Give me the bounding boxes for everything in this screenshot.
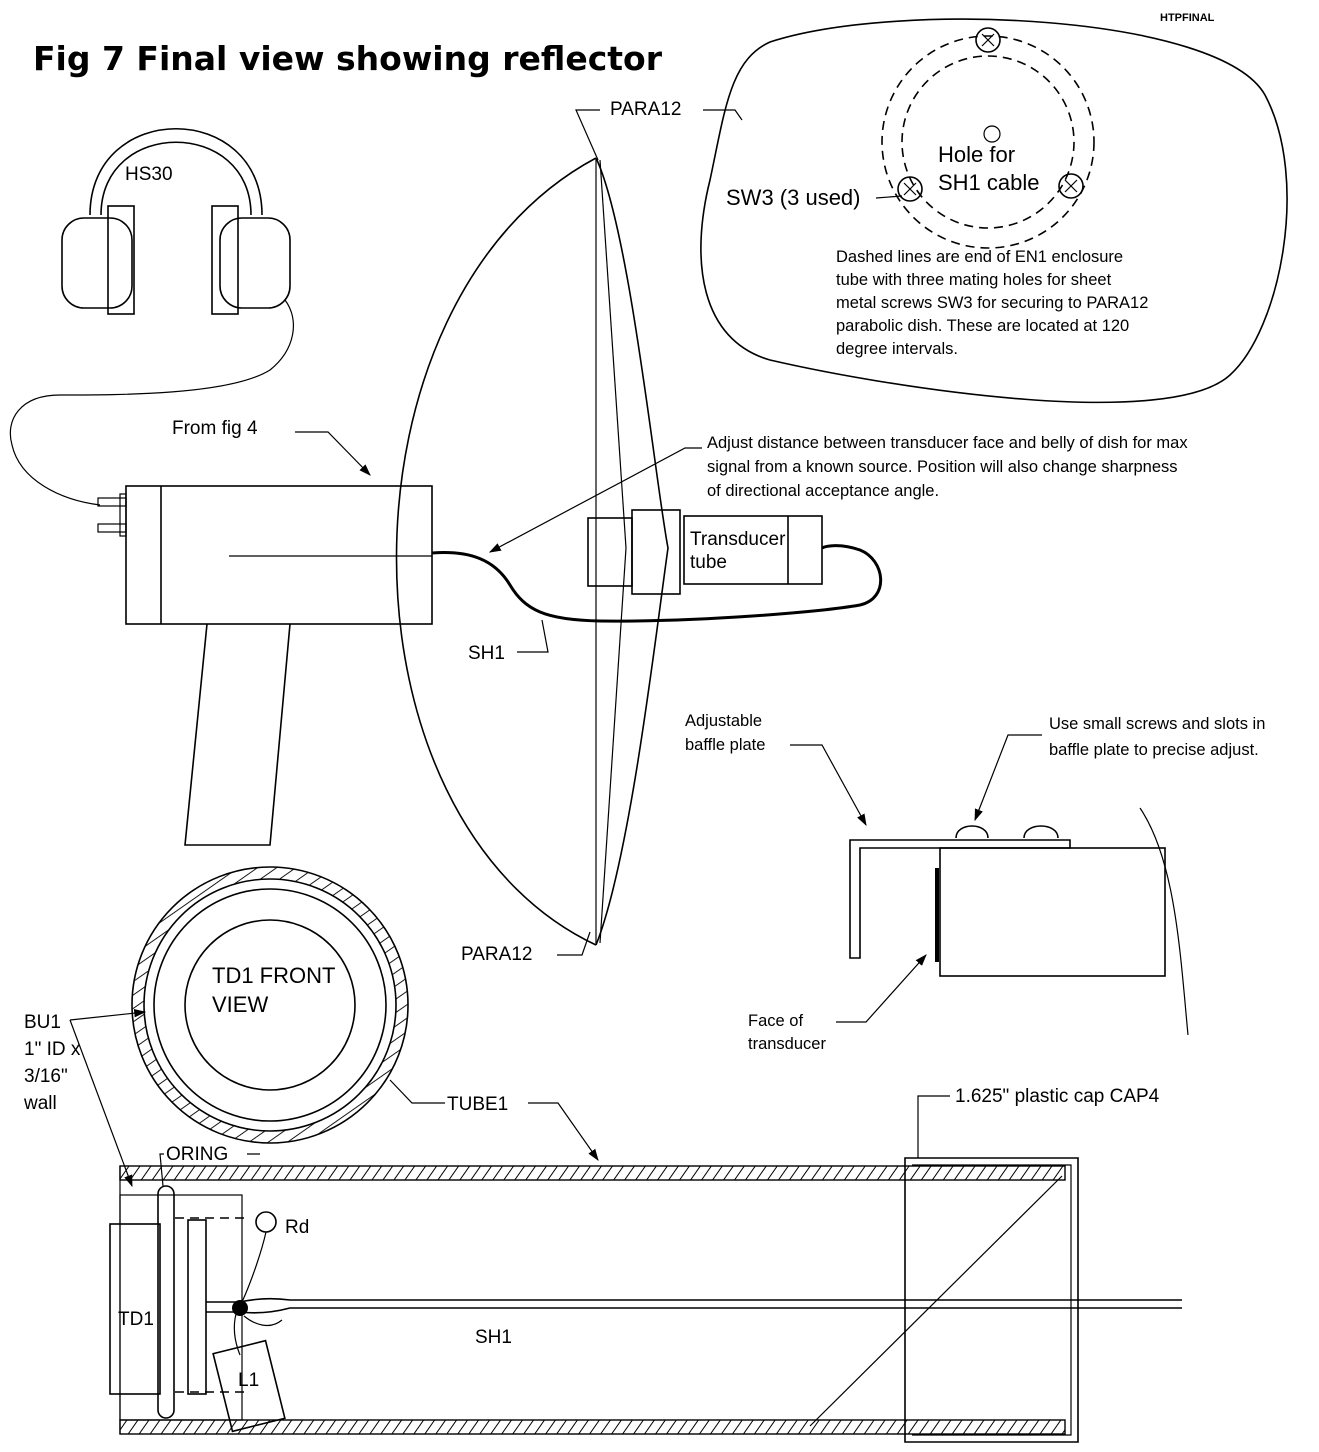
screws-slots-note-line-1: Use small screws and slots in	[1049, 715, 1265, 733]
para12-top-leader-right	[703, 109, 743, 121]
from-fig-leader	[295, 431, 371, 476]
tube1-leader-front	[389, 1079, 445, 1104]
face-label-1: Face of	[748, 1012, 803, 1030]
para12-bottom-leader	[557, 931, 591, 956]
sh1-mid-leader	[517, 619, 549, 653]
headset-label: HS30	[125, 164, 173, 185]
bu1-label-1: BU1	[24, 1012, 61, 1033]
td1-front-view	[131, 866, 409, 1144]
hole-label-1: Hole for	[938, 142, 1015, 167]
rd-label: Rd	[285, 1217, 309, 1238]
oring-label: ORING	[166, 1144, 228, 1165]
enclosure-note-line-5: degree intervals.	[836, 340, 958, 358]
adjust-note-line-1: Adjust distance between transducer face …	[707, 434, 1188, 452]
hand-unit	[97, 485, 433, 846]
transducer-tube	[683, 515, 823, 585]
baffle-label-1: Adjustable	[685, 712, 762, 730]
transducer-tube-label-2: tube	[690, 552, 727, 573]
para12-bottom-label: PARA12	[461, 944, 532, 965]
screw-top	[975, 27, 1001, 53]
baffle-detail	[849, 807, 1189, 1036]
cap-label: 1.625" plastic cap CAP4	[955, 1086, 1160, 1107]
screw-left	[897, 176, 923, 202]
drawing-id: HTPFINAL	[1160, 12, 1215, 24]
transducer-tube-label-1: Transducer	[690, 529, 786, 550]
td1-front-label-2: VIEW	[212, 992, 268, 1017]
face-label-2: transducer	[748, 1035, 826, 1053]
adjust-note-line-3: of directional acceptance angle.	[707, 482, 939, 500]
l1-label: L1	[238, 1370, 259, 1391]
sh1-cable	[431, 544, 883, 623]
td1-label: TD1	[118, 1309, 154, 1330]
enclosure-note-line-2: tube with three mating holes for sheet	[836, 271, 1112, 289]
screws-label: SW3 (3 used)	[726, 185, 861, 210]
tube1-label: TUBE1	[447, 1094, 508, 1115]
tube-cross-section	[109, 1157, 1182, 1443]
screws-slots-leader	[974, 734, 1042, 822]
para12-top-label: PARA12	[610, 99, 681, 120]
cap-leader	[917, 1095, 950, 1158]
sh1-mid-label: SH1	[468, 643, 505, 664]
dish-back-view	[700, 18, 1288, 404]
oring-leader	[159, 1153, 260, 1187]
bu1-leader-front	[69, 1008, 147, 1021]
adjust-note-line-2: signal from a known source. Position wil…	[707, 458, 1178, 476]
bu1-leader-section	[69, 1019, 133, 1188]
parabolic-dish-para12	[395, 157, 681, 946]
adjust-leader	[488, 447, 702, 553]
bu1-label-4: wall	[23, 1093, 57, 1114]
enclosure-note-line-4: parabolic dish. These are located at 120	[836, 317, 1129, 335]
tube1-leader-section	[528, 1102, 599, 1161]
screws-slots-note-line-2: baffle plate to precise adjust.	[1049, 741, 1259, 759]
bu1-label-3: 3/16"	[24, 1066, 68, 1087]
para12-top-leader	[575, 109, 600, 161]
hole-label-2: SH1 cable	[938, 170, 1040, 195]
face-leader	[836, 954, 927, 1023]
from-fig-label: From fig 4	[172, 418, 258, 439]
baffle-label-2: baffle plate	[685, 736, 765, 754]
enclosure-note-line-1: Dashed lines are end of EN1 enclosure	[836, 248, 1123, 266]
baffle-leader	[790, 744, 867, 827]
screw-right	[1058, 173, 1084, 199]
td1-front-label-1: TD1 FRONT	[212, 963, 335, 988]
figure-title: Fig 7 Final view showing reflector	[33, 39, 663, 78]
headset-hs30	[9, 128, 294, 506]
enclosure-note-line-3: metal screws SW3 for securing to PARA12	[836, 294, 1148, 312]
screws-leader	[875, 195, 903, 199]
bu1-label-2: 1" ID x	[24, 1039, 81, 1060]
sh1-bottom-label: SH1	[475, 1327, 512, 1348]
